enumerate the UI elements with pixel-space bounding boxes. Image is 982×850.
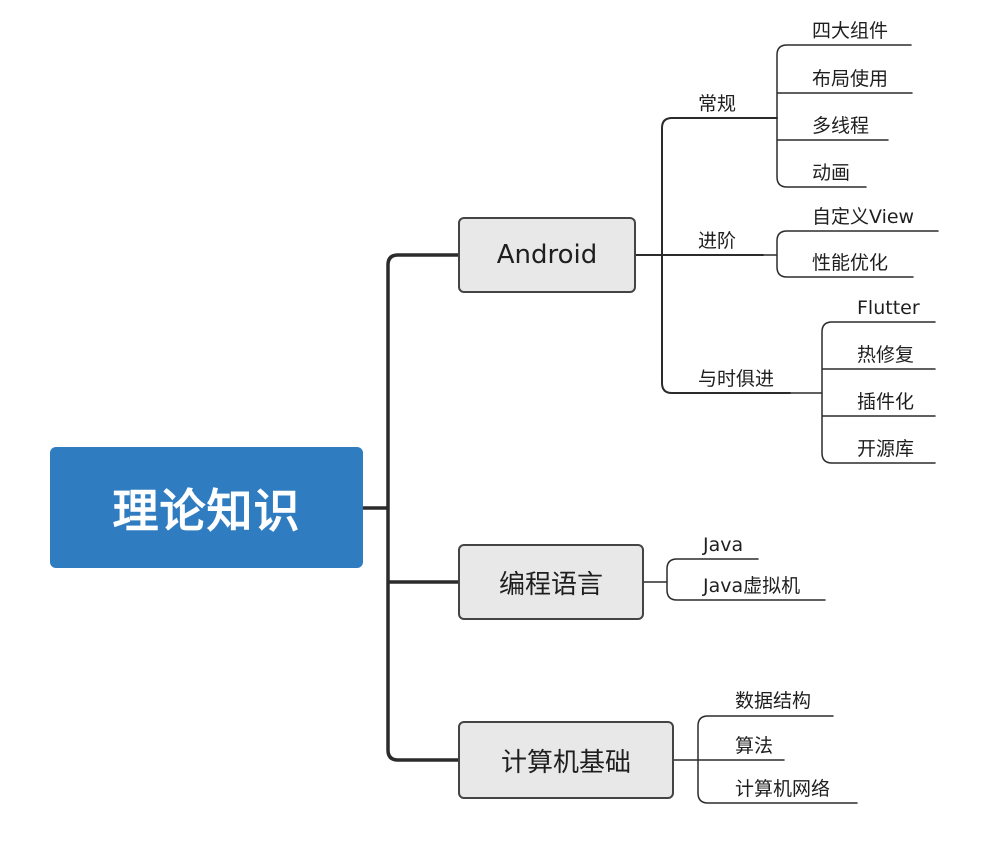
branch-node-label: 计算机基础 — [500, 747, 631, 778]
connector-jinjie — [762, 230, 939, 278]
branch-node-computer-basics[interactable]: 计算机基础 — [458, 721, 674, 799]
group-node-jinjie[interactable]: 进阶 — [698, 230, 737, 252]
branch-node-label: Android — [496, 240, 598, 270]
leaf-node[interactable]: Java虚拟机 — [703, 575, 801, 597]
leaf-node[interactable]: 自定义View — [812, 206, 915, 228]
leaf-node[interactable]: 插件化 — [857, 391, 915, 413]
branch-node-programming-languages[interactable]: 编程语言 — [458, 544, 644, 620]
leaf-node[interactable]: Flutter — [857, 297, 920, 319]
connector-root-spine — [361, 253, 460, 762]
connector-yushijujin — [789, 321, 936, 464]
leaf-node[interactable]: 布局使用 — [812, 68, 889, 90]
connector-android — [635, 117, 791, 394]
leaf-node[interactable]: 计算机网络 — [735, 778, 831, 800]
connector-changgui — [776, 44, 913, 188]
leaf-node[interactable]: 数据结构 — [735, 690, 812, 712]
leaf-node[interactable]: 多线程 — [812, 115, 870, 137]
leaf-node[interactable]: Java — [703, 534, 744, 556]
leaf-node[interactable]: 性能优化 — [812, 252, 889, 274]
root-node-label: 理论知识 — [112, 483, 301, 538]
connector-cs — [673, 715, 858, 804]
leaf-node[interactable]: 开源库 — [857, 438, 915, 460]
branch-node-label: 编程语言 — [498, 569, 603, 600]
root-node[interactable]: 理论知识 — [50, 447, 363, 568]
leaf-node[interactable]: 动画 — [812, 162, 851, 184]
leaf-node[interactable]: 热修复 — [857, 344, 915, 366]
leaf-node[interactable]: 四大组件 — [812, 20, 889, 42]
leaf-node[interactable]: 算法 — [735, 735, 774, 757]
group-node-changgui[interactable]: 常规 — [698, 93, 737, 115]
connector-programming — [643, 558, 826, 601]
branch-node-android[interactable]: Android — [458, 217, 636, 293]
group-node-yushijujin[interactable]: 与时俱进 — [698, 368, 775, 390]
